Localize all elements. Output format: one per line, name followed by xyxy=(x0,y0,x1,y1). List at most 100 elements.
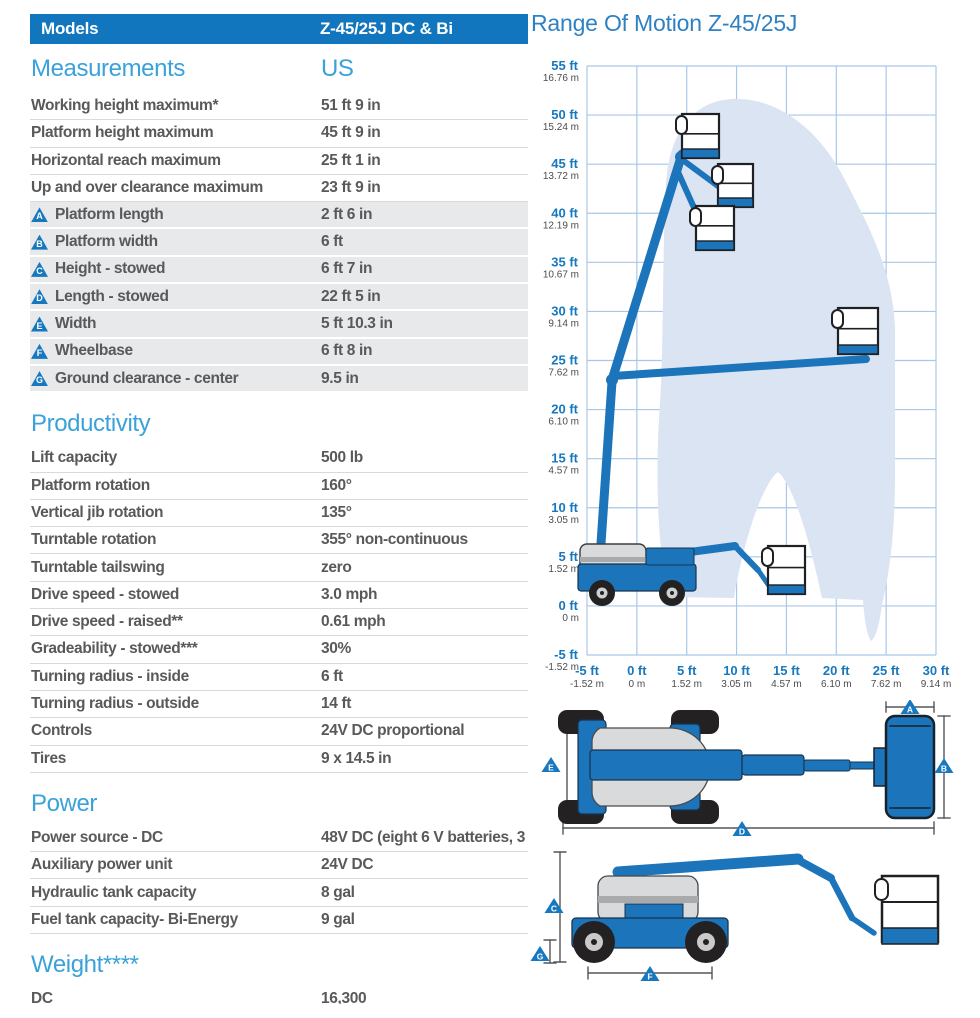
dimension-lines-top-view xyxy=(560,701,951,835)
spec-row-value: 45 ft 9 in xyxy=(321,124,381,142)
dim-marker-f: F xyxy=(640,966,660,982)
top-view-diagram xyxy=(558,701,951,835)
spec-label-text: Platform rotation xyxy=(31,476,150,494)
y-tick-m: 0 m xyxy=(562,613,579,624)
svg-text:E: E xyxy=(548,763,554,773)
dim-marker-d: D xyxy=(732,821,752,837)
spec-row-value: zero xyxy=(321,558,352,576)
spec-row-value: 48V DC (eight 6 V batteries, 3 xyxy=(321,828,525,846)
model-name: Z-45/25J DC & Bi xyxy=(320,19,453,38)
spec-label-text: Platform length xyxy=(55,205,164,223)
x-tick-m: 7.62 m xyxy=(871,679,902,690)
x-tick-ft: 30 ft xyxy=(923,663,950,678)
spec-row-label: Tires xyxy=(30,750,321,768)
section-title-productivity: Productivity xyxy=(31,410,151,438)
dim-marker-b: B xyxy=(934,758,954,774)
spec-row-label: Gradeability - stowed*** xyxy=(30,640,321,658)
y-tick-ft: 25 ft xyxy=(551,353,578,368)
x-tick-m: -1.52 m xyxy=(570,679,604,690)
svg-text:G: G xyxy=(537,952,544,962)
spec-row-label: Power source - DC xyxy=(30,829,321,847)
spec-row-value: 6 ft xyxy=(321,233,343,251)
spec-label-text: Wheelbase xyxy=(55,342,133,360)
y-tick-ft: 40 ft xyxy=(551,205,578,220)
jib-side-view-1 xyxy=(794,856,835,882)
y-tick-ft: 5 ft xyxy=(559,549,579,564)
y-tick-m: 10.67 m xyxy=(543,269,579,280)
spec-row-value: 14 ft xyxy=(321,695,352,713)
y-tick-ft: 10 ft xyxy=(551,500,578,515)
boom-top-view-1 xyxy=(589,749,743,781)
dimension-marker-icon: C xyxy=(31,261,48,277)
y-tick-m: 9.14 m xyxy=(548,318,579,329)
y-tick-ft: 45 ft xyxy=(551,156,578,171)
spec-label-text: Length - stowed xyxy=(55,287,169,305)
spec-row-value: 6 ft xyxy=(321,667,343,685)
spec-row: Drive speed - raised**0.61 mph xyxy=(30,609,528,637)
spec-row-label: Horizontal reach maximum xyxy=(30,152,321,170)
spec-row-value: 6 ft 7 in xyxy=(321,260,373,278)
spec-label-text: Drive speed - stowed xyxy=(31,585,180,603)
spec-row: Platform height maximum 45 ft 9 in xyxy=(30,120,528,148)
spec-row-label: Turning radius - outside xyxy=(30,695,321,713)
spec-row-label: Turntable rotation xyxy=(30,531,321,549)
dimension-letter-markers: E A B D C G F xyxy=(530,700,954,982)
spec-label-text: Turning radius - outside xyxy=(31,695,199,713)
spec-row-label: Turning radius - inside xyxy=(30,668,321,686)
spec-row-label: Drive speed - stowed xyxy=(30,586,321,604)
spec-label-text: Width xyxy=(55,315,97,333)
wheel-right xyxy=(659,580,685,606)
spec-label-text: DC xyxy=(31,990,53,1004)
spec-row-label: Platform height maximum xyxy=(30,124,321,142)
models-label: Models xyxy=(41,19,99,38)
x-tick-ft: 25 ft xyxy=(873,663,900,678)
spec-label-text: Gradeability - stowed*** xyxy=(31,640,198,658)
x-tick-ft: 15 ft xyxy=(773,663,800,678)
y-tick-m: 6.10 m xyxy=(548,417,579,428)
spec-row-label: E Width xyxy=(30,315,321,333)
boom-lift-illustration xyxy=(577,132,870,606)
y-tick-ft: 55 ft xyxy=(551,58,578,73)
spec-label-text: Horizontal reach maximum xyxy=(31,151,221,169)
spec-row-label: Hydraulic tank capacity xyxy=(30,884,321,902)
y-tick-m: 16.76 m xyxy=(543,73,579,84)
spec-label-text: Tires xyxy=(31,749,67,767)
spec-row-value: 24V DC xyxy=(321,856,374,874)
spec-row-value: 23 ft 9 in xyxy=(321,179,381,197)
engine-cover-band xyxy=(580,557,646,562)
x-tick-m: 4.57 m xyxy=(771,679,802,690)
spec-label-text: Auxiliary power unit xyxy=(31,856,173,874)
spec-label-text: Platform height maximum xyxy=(31,124,214,142)
models-header-bar: Models Z-45/25J DC & Bi xyxy=(30,14,528,44)
dimension-marker-icon: E xyxy=(31,316,48,332)
section-title-text: Measurements xyxy=(31,54,185,82)
svg-text:C: C xyxy=(551,904,557,914)
x-tick-m: 3.05 m xyxy=(721,679,752,690)
y-tick-m: -1.52 m xyxy=(545,662,579,673)
y-tick-ft: 30 ft xyxy=(551,303,578,318)
svg-text:A: A xyxy=(907,705,913,715)
x-tick-ft: 20 ft xyxy=(823,663,850,678)
platform-basket xyxy=(689,204,736,252)
spec-row-value: 8 gal xyxy=(321,883,355,901)
dimension-marker-icon: F xyxy=(31,343,48,359)
dim-marker-c: C xyxy=(544,898,564,914)
y-tick-ft: 50 ft xyxy=(551,107,578,122)
spec-row: Turning radius - outside 14 ft xyxy=(30,691,528,719)
jib-top-view xyxy=(803,759,851,772)
wheel-side-view-right xyxy=(685,921,727,963)
side-view-diagram xyxy=(543,851,940,980)
boom-side-view xyxy=(612,853,804,878)
